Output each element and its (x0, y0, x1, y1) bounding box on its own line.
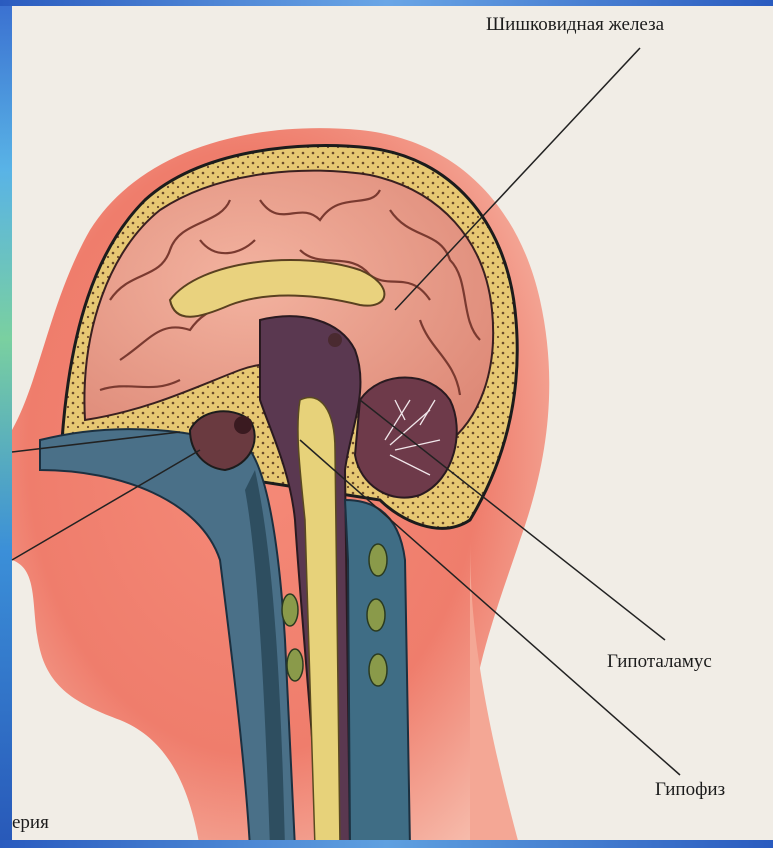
label-pineal-gland: Шишковидная железа (486, 14, 664, 36)
pineal-gland (328, 333, 342, 347)
bottom-decorative-strip (0, 840, 773, 848)
cerebellum (355, 378, 457, 498)
label-partial-bottom: ерия (12, 812, 49, 834)
pituitary-gland (234, 416, 252, 434)
label-pituitary: Гипофиз (655, 779, 725, 801)
vertebrae-bodies (367, 544, 387, 686)
label-hypothalamus: Гипоталамус (607, 651, 712, 673)
